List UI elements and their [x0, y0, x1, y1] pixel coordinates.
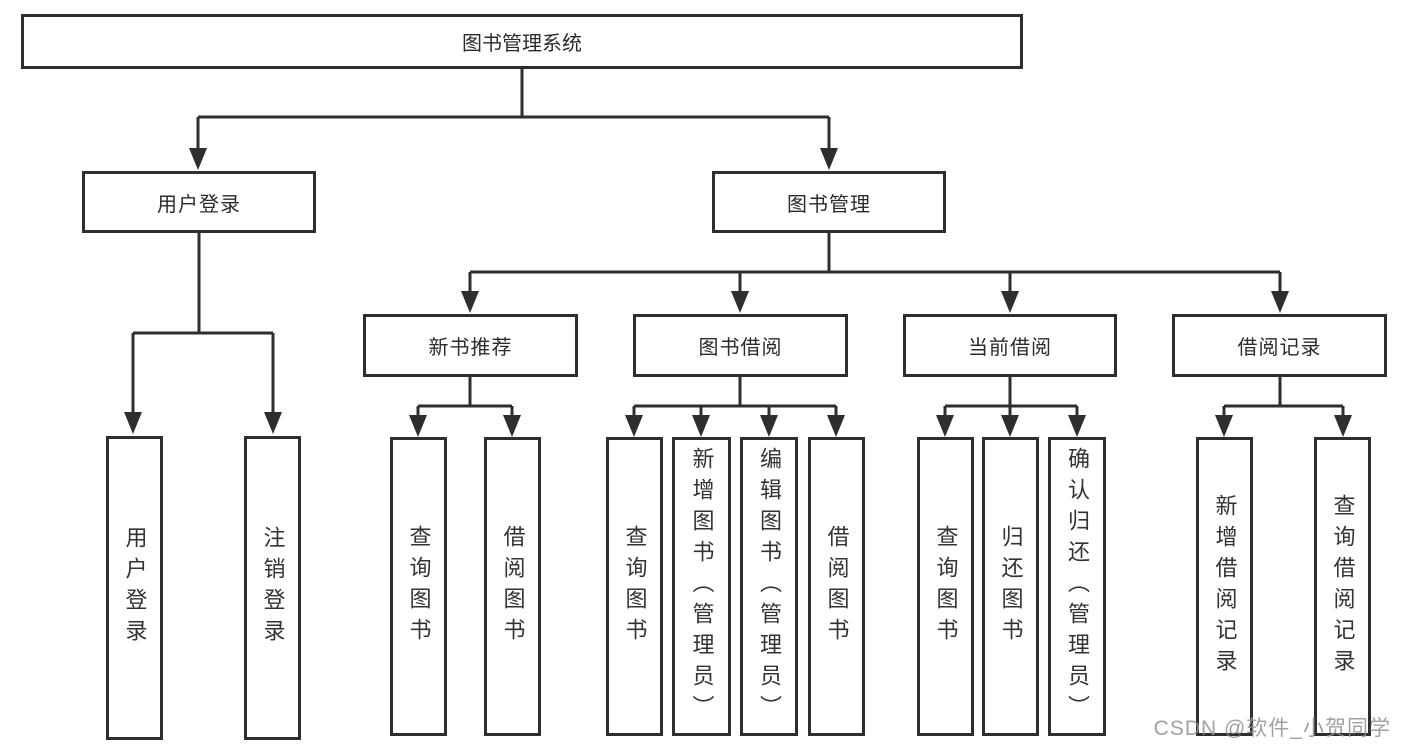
- leaf-confirm-return-admin: 确认归还（管理员）: [1048, 437, 1106, 736]
- node-label: 借阅记录: [1237, 337, 1322, 359]
- node-label: 用户登录: [122, 526, 148, 650]
- connector-user-login-children: [124, 233, 282, 434]
- node-label: 借阅图书: [824, 524, 850, 649]
- arrowhead: [503, 415, 521, 437]
- node-label: 用户登录: [157, 193, 241, 216]
- node-label: 新增图书（管理员）: [689, 447, 715, 726]
- arrowhead: [189, 148, 207, 170]
- connector-borrow-record-children: [1215, 377, 1352, 437]
- node-root-system: 图书管理系统: [21, 14, 1023, 69]
- node-label: 图书管理系统: [462, 33, 582, 55]
- node-label: 查询图书: [933, 524, 959, 649]
- leaf-query-books-recommend: 查询图书: [390, 437, 447, 736]
- node-label: 当前借阅: [968, 337, 1052, 359]
- leaf-add-borrow-record: 新增借阅记录: [1196, 437, 1253, 736]
- connector-path: [1224, 377, 1343, 408]
- arrowhead: [264, 412, 282, 434]
- connector-path: [198, 69, 829, 119]
- arrowhead: [731, 291, 749, 313]
- node-book-management: 图书管理: [712, 171, 946, 233]
- node-label: 借阅图书: [500, 524, 526, 649]
- node-label: 新增借阅记录: [1212, 493, 1238, 680]
- node-label: 注销登录: [260, 526, 286, 650]
- node-new-book-recommend: 新书推荐: [363, 314, 578, 377]
- connector-path: [470, 233, 1280, 274]
- node-borrow-records: 借阅记录: [1172, 314, 1387, 377]
- leaf-add-books-admin: 新增图书（管理员）: [672, 437, 731, 736]
- leaf-edit-books-admin: 编辑图书（管理员）: [740, 437, 798, 736]
- arrowhead: [1215, 415, 1233, 437]
- arrowhead: [1001, 415, 1019, 437]
- leaf-user-login: 用户登录: [106, 436, 163, 740]
- node-label: 新书推荐: [428, 337, 513, 359]
- arrowhead: [1001, 291, 1019, 313]
- connector-path: [133, 233, 273, 335]
- node-user-login: 用户登录: [82, 171, 316, 233]
- arrowhead: [827, 415, 845, 437]
- connector-path: [945, 377, 1077, 408]
- arrowhead: [1334, 415, 1352, 437]
- connector-path: [634, 377, 836, 408]
- node-label: 确认归还（管理员）: [1065, 447, 1090, 726]
- arrowhead: [760, 415, 778, 437]
- leaf-query-books-borrow: 查询图书: [606, 437, 663, 736]
- leaf-borrow-books: 借阅图书: [808, 437, 865, 736]
- connector-book-management-children: [461, 233, 1289, 313]
- node-label: 归还图书: [998, 524, 1024, 649]
- node-current-borrow: 当前借阅: [903, 314, 1117, 377]
- arrowhead: [409, 415, 427, 437]
- connector-root-to-level2: [189, 69, 838, 170]
- connector-current-borrow-children: [936, 377, 1086, 437]
- node-label: 查询图书: [622, 524, 648, 649]
- connector-new-book-children: [409, 377, 521, 437]
- node-label: 图书管理: [787, 193, 871, 216]
- arrowhead: [124, 412, 142, 434]
- arrowhead: [820, 148, 838, 170]
- arrowhead: [936, 415, 954, 437]
- arrowhead: [461, 291, 479, 313]
- csdn-watermark: CSDN @软件_小贺同学: [1153, 717, 1391, 740]
- node-label: 查询图书: [406, 524, 432, 649]
- arrowhead: [625, 415, 643, 437]
- arrowhead: [1271, 291, 1289, 313]
- leaf-query-books-current: 查询图书: [917, 437, 974, 736]
- node-label: 图书借阅: [698, 337, 783, 359]
- node-book-borrow: 图书借阅: [633, 314, 848, 377]
- arrowhead: [692, 415, 710, 437]
- connector-path: [418, 377, 512, 408]
- leaf-return-books: 归还图书: [982, 437, 1039, 736]
- leaf-query-borrow-record: 查询借阅记录: [1314, 437, 1371, 736]
- leaf-logout: 注销登录: [244, 436, 301, 740]
- node-label: 编辑图书（管理员）: [757, 447, 782, 726]
- connector-book-borrow-children: [625, 377, 845, 437]
- leaf-borrow-books-recommend: 借阅图书: [484, 437, 541, 736]
- arrowhead: [1068, 415, 1086, 437]
- node-label: 查询借阅记录: [1330, 493, 1356, 680]
